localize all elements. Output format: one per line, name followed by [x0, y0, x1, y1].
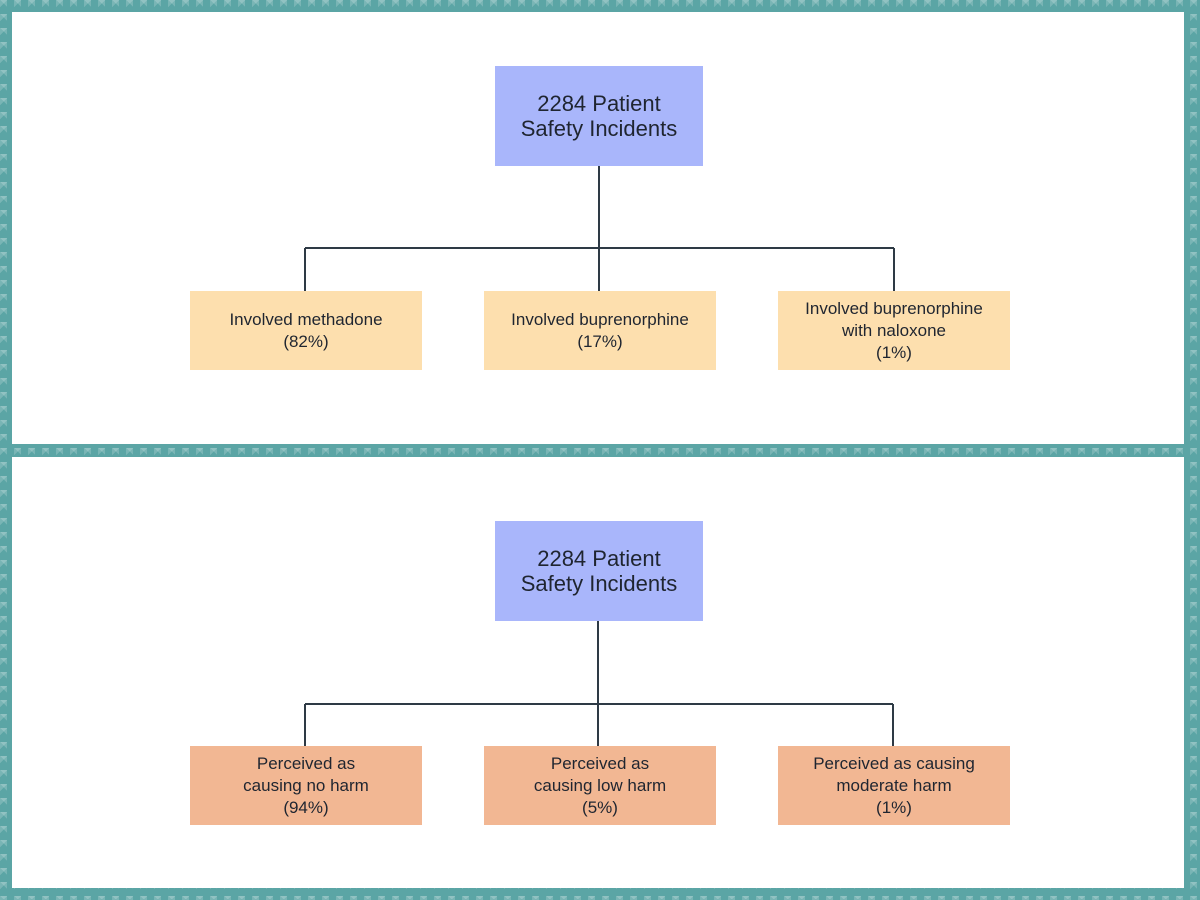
- top-diagram-panel: 2284 Patient Safety Incidents Involved m…: [12, 12, 1184, 444]
- node-label: Perceived as: [550, 753, 650, 773]
- node-percent: (94%): [283, 797, 329, 817]
- node-percent: (1%): [876, 342, 912, 362]
- top-root-line1: 2284 Patient: [537, 91, 661, 116]
- node-no-harm: Perceived as causing no harm (94%): [190, 746, 422, 825]
- node-percent: (82%): [283, 331, 329, 351]
- node-buprenorphine-naloxone: Involved buprenorphine with naloxone (1%…: [778, 291, 1010, 370]
- top-root-line2: Safety Incidents: [520, 116, 678, 141]
- bottom-root-line1: 2284 Patient: [537, 546, 661, 571]
- node-methadone: Involved methadone (82%): [190, 291, 422, 370]
- node-low-harm: Perceived as causing low harm (5%): [484, 746, 716, 825]
- node-label: causing no harm: [243, 775, 369, 795]
- node-label: Involved buprenorphine: [805, 298, 983, 318]
- node-moderate-harm: Perceived as causing moderate harm (1%): [778, 746, 1010, 825]
- node-label: with naloxone: [842, 320, 946, 340]
- node-buprenorphine: Involved buprenorphine (17%): [484, 291, 716, 370]
- node-label: Involved buprenorphine: [511, 309, 689, 329]
- node-label: Involved methadone: [229, 309, 383, 329]
- top-root-node: 2284 Patient Safety Incidents: [495, 66, 703, 166]
- node-percent: (17%): [577, 331, 623, 351]
- node-percent: (1%): [876, 797, 912, 817]
- bottom-root-node: 2284 Patient Safety Incidents: [495, 521, 703, 621]
- node-label: Perceived as causing: [813, 753, 975, 773]
- node-label: causing low harm: [533, 775, 667, 795]
- node-label: Perceived as: [256, 753, 356, 773]
- bottom-root-line2: Safety Incidents: [520, 571, 678, 596]
- node-percent: (5%): [582, 797, 618, 817]
- bottom-diagram-panel: 2284 Patient Safety Incidents Perceived …: [12, 457, 1184, 888]
- node-label: moderate harm: [836, 775, 952, 795]
